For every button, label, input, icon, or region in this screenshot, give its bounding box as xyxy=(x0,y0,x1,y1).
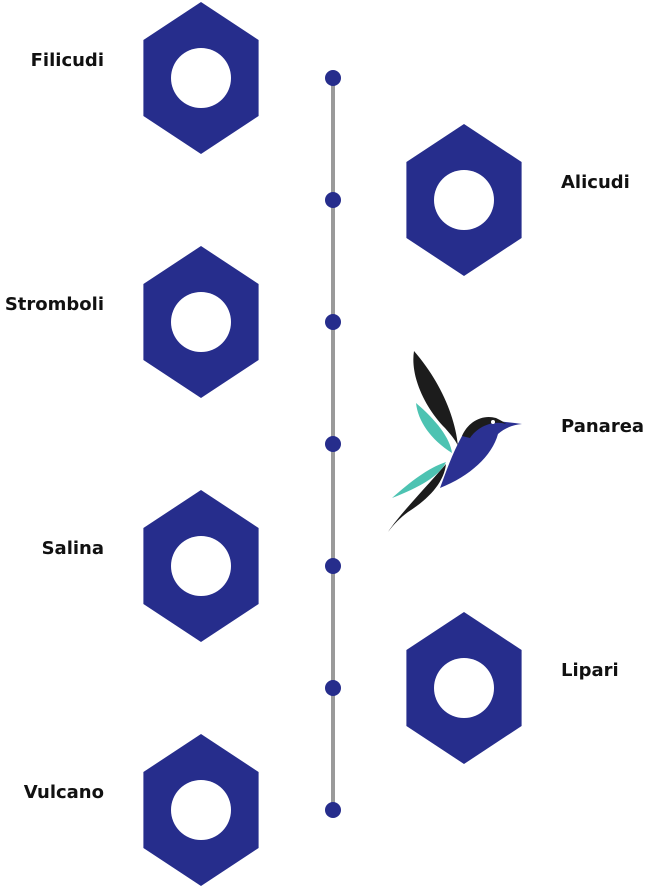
hummingbird-inner-wing xyxy=(416,403,452,453)
hexagon-hole xyxy=(171,48,231,108)
hexagon-marker-lipari xyxy=(406,612,522,764)
timeline-dot-panarea xyxy=(325,436,341,452)
hexagon-hole xyxy=(171,292,231,352)
hexagon-marker-vulcano xyxy=(143,734,259,886)
timeline-dot-filicudi xyxy=(325,70,341,86)
hummingbird-tail-dark xyxy=(388,464,446,532)
hummingbird-body xyxy=(440,418,522,488)
hummingbird-icon xyxy=(388,351,522,532)
hexagon-marker-salina xyxy=(143,490,259,642)
hexagon-hole xyxy=(171,536,231,596)
hexagon-marker-stromboli xyxy=(143,246,259,398)
island-label-salina: Salina xyxy=(41,538,104,559)
island-label-panarea: Panarea xyxy=(561,416,645,437)
hummingbird-upper-wing xyxy=(413,351,458,446)
hummingbird-eye xyxy=(491,420,495,424)
hexagon-hole xyxy=(171,780,231,840)
timeline-dot-lipari xyxy=(325,680,341,696)
hexagon-marker-alicudi xyxy=(406,124,522,276)
hexagon-marker-filicudi xyxy=(143,2,259,154)
island-label-alicudi: Alicudi xyxy=(561,172,630,193)
island-label-filicudi: Filicudi xyxy=(30,50,104,71)
island-label-vulcano: Vulcano xyxy=(23,782,104,803)
timeline-dot-vulcano xyxy=(325,802,341,818)
hummingbird-head xyxy=(462,416,506,438)
hexagon-hole xyxy=(434,658,494,718)
island-label-stromboli: Stromboli xyxy=(4,294,104,315)
timeline-dot-salina xyxy=(325,558,341,574)
hexagon-hole xyxy=(434,170,494,230)
hummingbird-tail-teal xyxy=(392,462,446,498)
island-label-lipari: Lipari xyxy=(561,660,619,681)
timeline-dot-stromboli xyxy=(325,314,341,330)
timeline-dot-alicudi xyxy=(325,192,341,208)
